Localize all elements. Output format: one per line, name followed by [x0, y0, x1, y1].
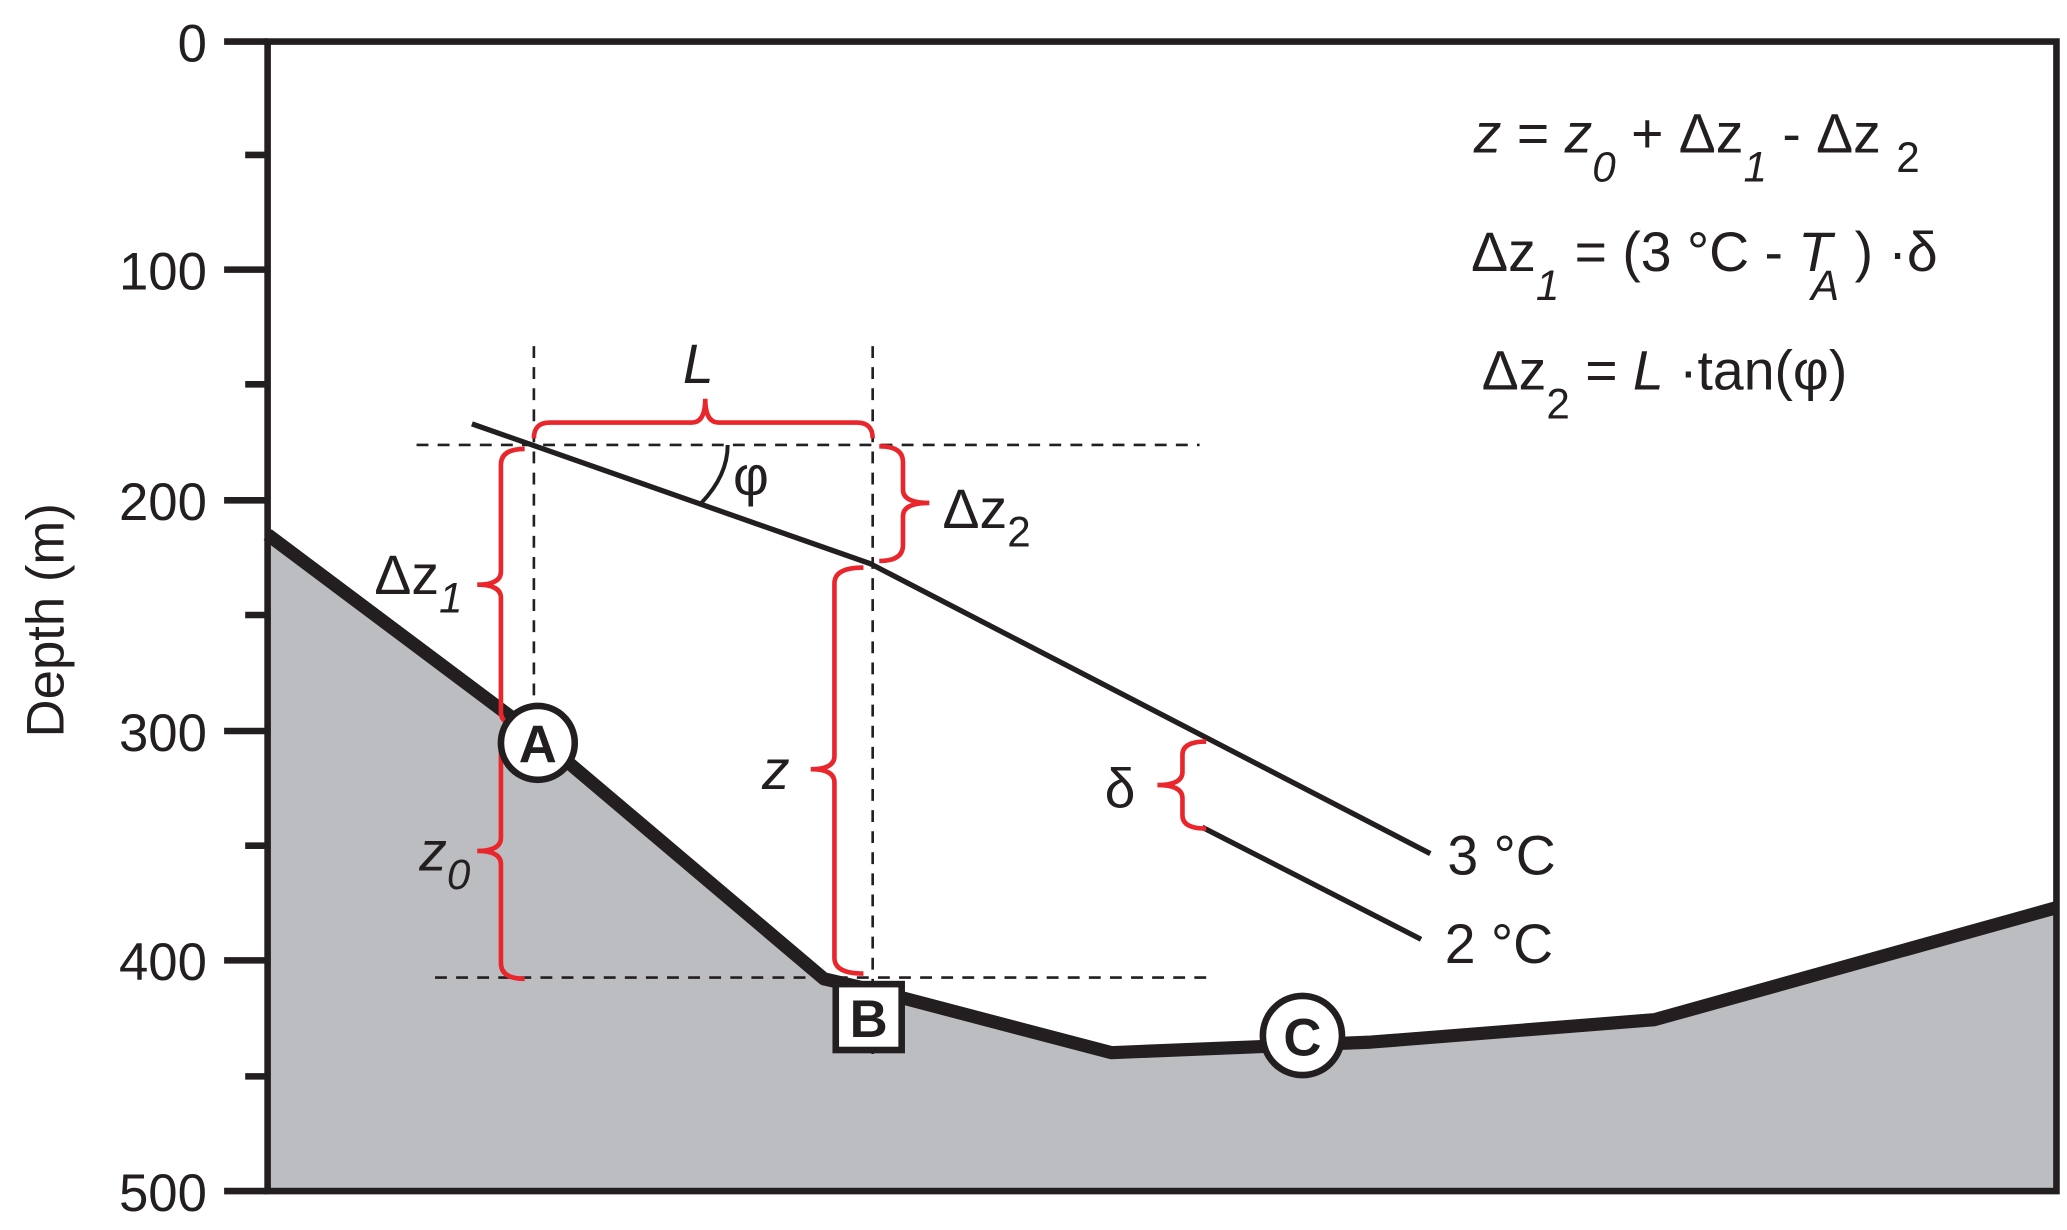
isotherm-3c — [471, 421, 1432, 856]
phi-label: φ — [733, 445, 769, 507]
brace-delta — [1157, 739, 1207, 831]
L-label: L — [683, 333, 714, 395]
equation-dz2: Δz2 = L ·tan(φ) — [1482, 340, 1848, 428]
tick-label: 200 — [119, 473, 207, 532]
seafloor-area — [267, 534, 2057, 1192]
y-axis-ticks — [224, 38, 268, 1195]
dz2-label: Δz2 — [943, 478, 1031, 555]
svg-text:B: B — [850, 990, 888, 1049]
dz1-label: Δz1 — [374, 544, 462, 621]
z-label: z — [761, 739, 790, 801]
delta-label: δ — [1105, 757, 1136, 819]
tick-label: 300 — [119, 704, 207, 763]
tick-label: 100 — [119, 242, 207, 301]
plot-frame — [264, 38, 2060, 1195]
tick-label: 500 — [119, 1164, 207, 1223]
isotherm-2c — [1201, 824, 1423, 942]
point-A: A — [497, 702, 579, 784]
tick-label: 0 — [178, 14, 207, 73]
isotherm-3c-label: 3 °C — [1447, 825, 1555, 887]
brace-L — [531, 398, 875, 439]
isotherm-2c-label: 2 °C — [1445, 913, 1553, 975]
equation-z: z = z0 + Δz1 - Δz 2 — [1473, 102, 1920, 190]
brace-dz1 — [477, 446, 525, 729]
svg-text:C: C — [1283, 1008, 1321, 1067]
seafloor-line — [263, 529, 2059, 1060]
z0-label: z0 — [418, 821, 471, 898]
angle-phi-arc — [699, 444, 730, 505]
y-axis-label: Depth (m) — [16, 503, 75, 737]
brace-dz2 — [879, 443, 930, 564]
point-B: B — [832, 980, 905, 1054]
tick-label: 400 — [119, 933, 207, 992]
svg-text:A: A — [519, 716, 557, 775]
brace-z — [810, 565, 864, 976]
point-C: C — [1259, 992, 1346, 1079]
